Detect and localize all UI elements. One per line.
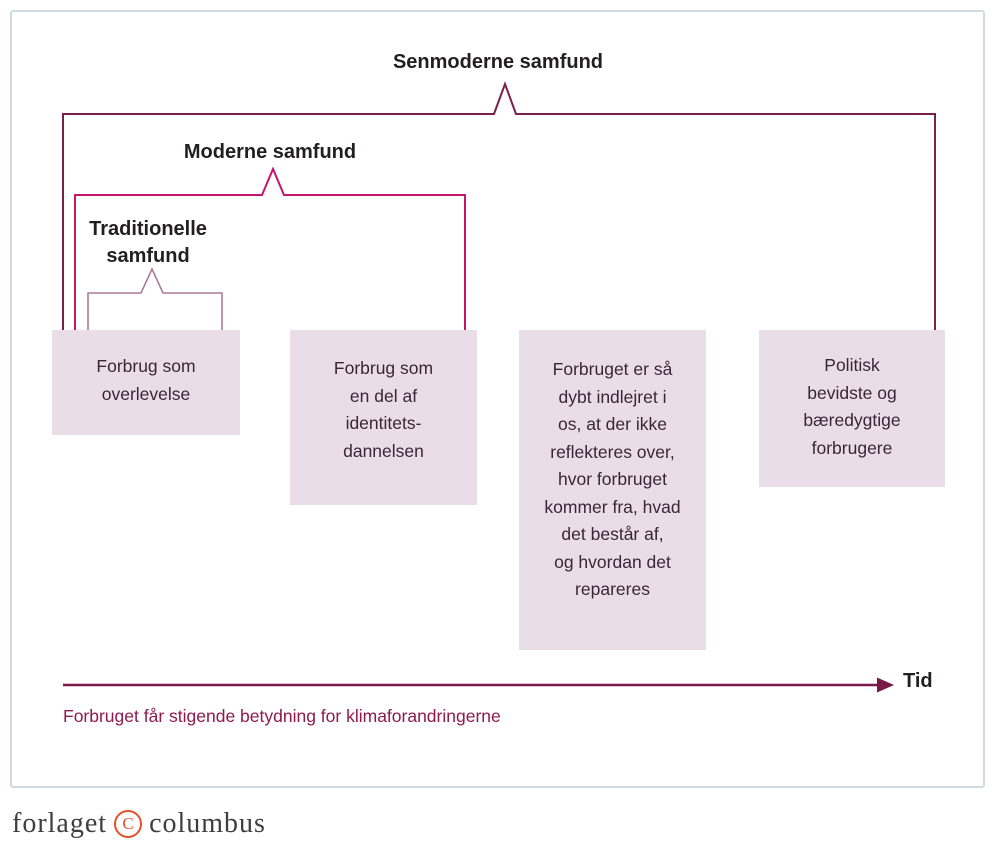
stage-box-political: Politisk bevidste og bæredygtige forbrug… (759, 330, 945, 487)
publisher-logo: forlaget C columbus (12, 808, 266, 840)
era-label-traditionelle: Traditionelle samfund (89, 218, 207, 267)
publisher-name: columbus (149, 808, 266, 839)
stage-box-identity: Forbrug som en del af identitets- dannel… (290, 330, 477, 505)
publisher-prefix: forlaget (12, 808, 108, 839)
climate-caption: Forbruget får stigende betydning for kli… (63, 706, 501, 726)
copyright-icon: C (114, 810, 143, 838)
era-label-senmoderne: Senmoderne samfund (392, 51, 604, 73)
stage-box-survival: Forbrug som overlevelse (52, 330, 240, 435)
copyright-letter: C (122, 814, 134, 833)
time-axis-label: Tid (903, 670, 933, 692)
stage-box-embedded: Forbruget er så dybt indlejret i os, at … (519, 330, 706, 650)
era-label-moderne: Moderne samfund (183, 141, 357, 163)
